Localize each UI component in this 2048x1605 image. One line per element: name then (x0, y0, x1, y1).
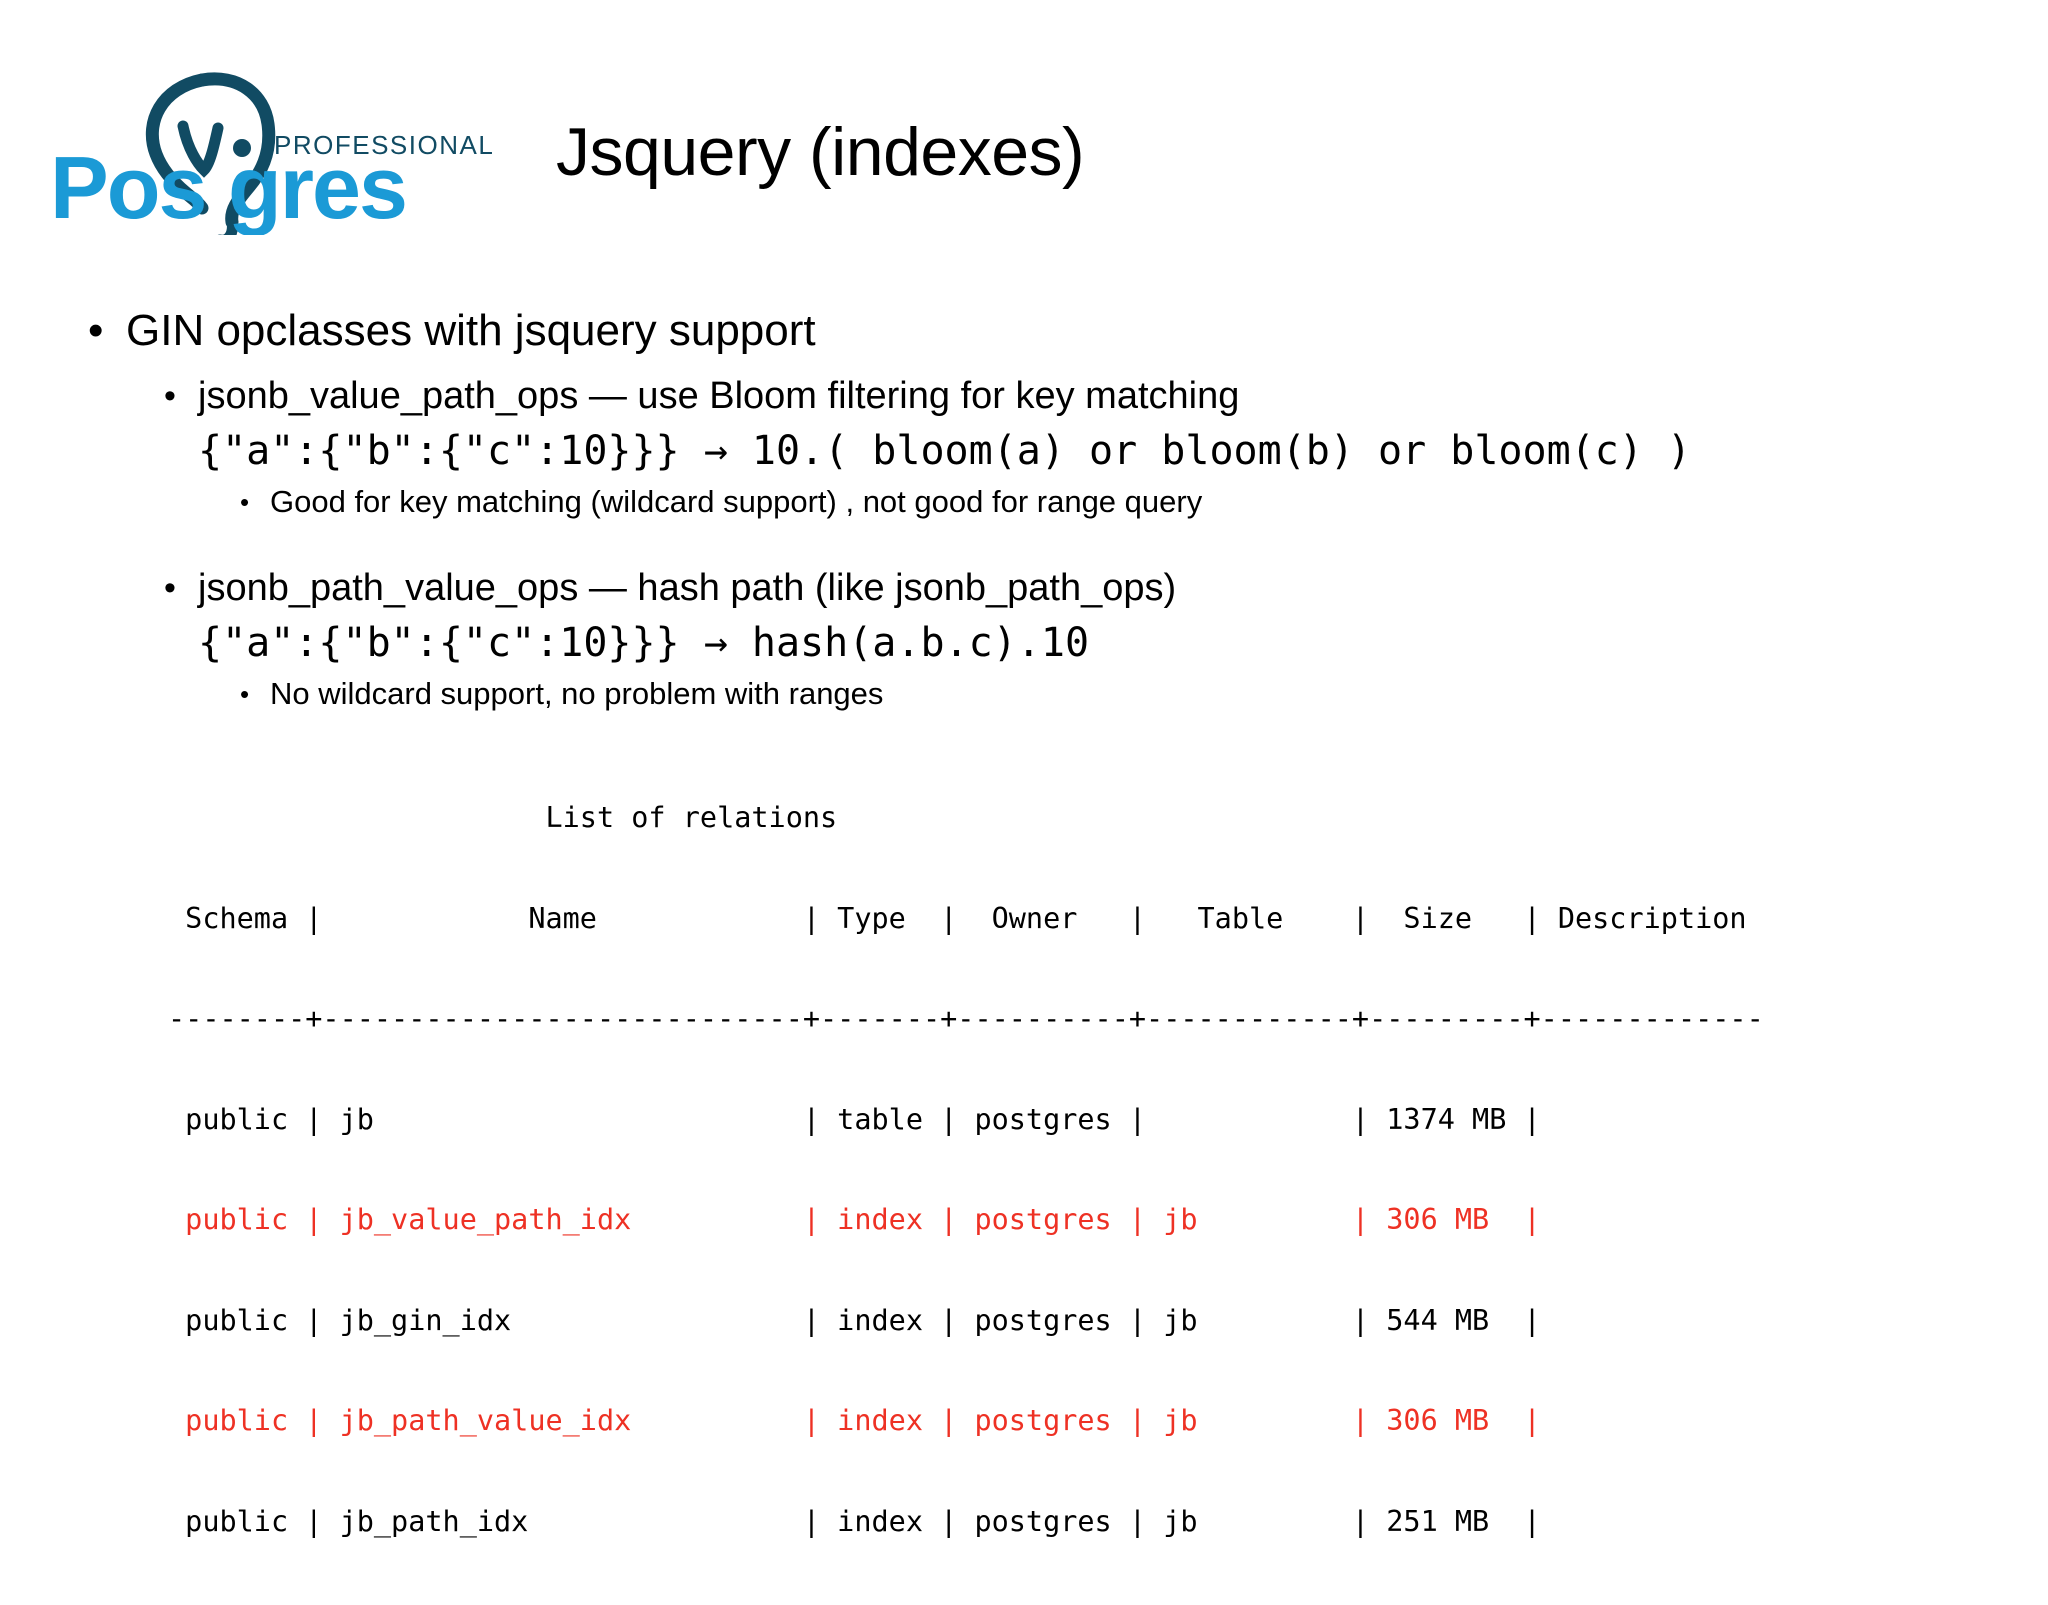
table-row: public | jb_value_path_idx | index | pos… (168, 1203, 1558, 1236)
spacer (64, 526, 2048, 560)
table-row: public | jb_gin_idx | index | postgres |… (168, 1303, 1558, 1337)
psql-relation-listing: List of relations Schema | Name | Type |… (168, 734, 2048, 1605)
psql-separator-row: --------+----------------------------+--… (168, 1002, 1764, 1035)
postgres-professional-logo: PROFESSIONAL Pos gres (52, 50, 512, 235)
bullet-level1: • GIN opclasses with jsquery support (88, 300, 2048, 362)
page-title: Jsquery (indexes) (556, 114, 1085, 190)
opclass-code-1: {"a":{"b":{"c":10}}} → 10.( bloom(a) or … (198, 428, 1692, 474)
slide-body: • GIN opclasses with jsquery support • j… (64, 300, 2048, 1538)
bullet-dot-icon: • (88, 306, 104, 355)
table-row: public | jb_path_idx | index | postgres … (168, 1504, 1558, 1538)
table-row: public | jb_path_value_idx | index | pos… (168, 1404, 1558, 1437)
bullet-dot-icon: • (240, 487, 250, 517)
svg-text:gres: gres (228, 138, 406, 235)
bullet-dot-icon: • (240, 679, 250, 709)
svg-text:Pos: Pos (52, 138, 205, 235)
table-row: public | jb | table | postgres | | 1374 … (168, 1102, 1558, 1136)
psql-header-row: Schema | Name | Type | Owner | Table | S… (168, 901, 1764, 935)
bullet-dot-icon: • (164, 377, 176, 415)
opclass-note-2: No wildcard support, no problem with ran… (270, 676, 884, 711)
svg-text:PROFESSIONAL: PROFESSIONAL (274, 130, 494, 160)
bullet-level3-note-2: • No wildcard support, no problem with r… (240, 670, 2048, 718)
opclass-code-2: {"a":{"b":{"c":10}}} → hash(a.b.c).10 (198, 620, 1090, 666)
bullet-dot-icon: • (164, 569, 176, 607)
slide-header: PROFESSIONAL Pos gres Jsquery (indexes) (0, 0, 2048, 270)
bullet-level2-jsonb-value-path-ops: • jsonb_value_path_ops — use Bloom filte… (164, 368, 2048, 478)
opclass-heading-2: jsonb_path_value_ops — hash path (like j… (198, 567, 1177, 609)
psql-caption: List of relations (168, 801, 838, 834)
bullet-level3-note-1: • Good for key matching (wildcard suppor… (240, 478, 2048, 526)
bullet-level2-jsonb-path-value-ops: • jsonb_path_value_ops — hash path (like… (164, 560, 2048, 670)
bullet-level1-text: GIN opclasses with jsquery support (126, 306, 816, 355)
opclass-heading-1: jsonb_value_path_ops — use Bloom filteri… (198, 375, 1240, 417)
opclass-note-1: Good for key matching (wildcard support)… (270, 484, 1203, 519)
